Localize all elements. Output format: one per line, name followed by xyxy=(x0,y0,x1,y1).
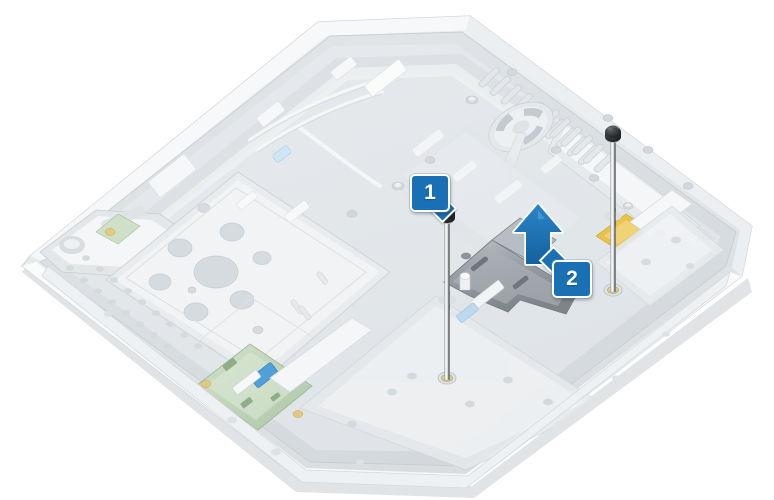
touchpad-bracket xyxy=(443,217,579,323)
chassis-shadow xyxy=(22,262,752,498)
callout-2-badge[interactable]: 2 xyxy=(552,260,592,298)
io-connector-latch xyxy=(250,362,279,388)
screw-hole-rail xyxy=(66,255,202,371)
right-deck-detail xyxy=(595,205,725,307)
tape-patches xyxy=(148,56,407,198)
cable-routing-shadow xyxy=(249,83,383,153)
hinge-pcb xyxy=(95,213,141,245)
hinge-rail xyxy=(128,54,716,250)
callout-1-badge[interactable]: 1 xyxy=(410,174,450,212)
screw-right xyxy=(604,125,622,293)
ribbon-cable xyxy=(269,317,373,393)
fan-cutout xyxy=(488,101,554,169)
callout-2-label: 2 xyxy=(566,266,578,290)
io-board xyxy=(195,317,373,431)
touchpad-plate xyxy=(105,171,391,393)
lift-arrow xyxy=(512,202,564,266)
front-lip xyxy=(41,265,731,489)
cable-routing xyxy=(248,80,384,188)
callout-1-label: 1 xyxy=(424,180,436,204)
